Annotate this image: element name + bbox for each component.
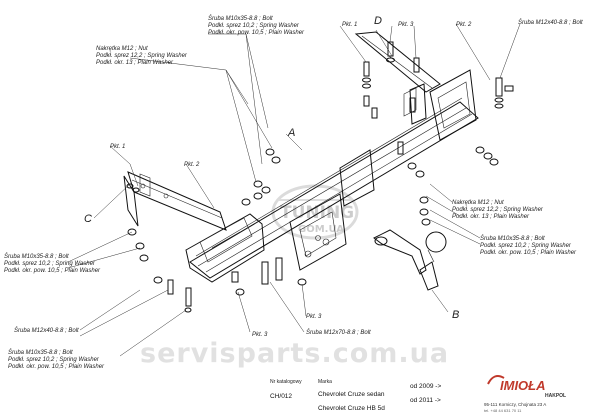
watermark-logo: TUNING GOM.UA <box>271 184 359 240</box>
footer-catalog-number: CH/012 <box>270 393 292 400</box>
annotation-bolt-right: Śruba M10x35-8.8 ; Bolt Podkł. sprez 10,… <box>480 235 577 256</box>
fasteners <box>126 41 514 313</box>
svg-text:Podkł. okr. pow. 10,5 ; Plain: Podkł. okr. pow. 10,5 ; Plain Washer <box>480 250 577 256</box>
svg-text:Podkł. okr. pow. 10,5 ; Plain: Podkł. okr. pow. 10,5 ; Plain Washer <box>208 30 305 36</box>
brand-logo: IMIOŁA HAKPOL 95-111 Korniczy, Chojnata … <box>484 375 566 413</box>
svg-text:Podkł. sprez 10,2 ; Spring Was: Podkł. sprez 10,2 ; Spring Washer <box>8 357 100 363</box>
brand-name: IMIOŁA <box>500 378 546 393</box>
footer-year-2: od 2011 -> <box>410 397 441 404</box>
pkt2-top: Pkt. 2 <box>456 22 472 28</box>
pkt1-top: Pkt. 1 <box>342 22 357 28</box>
annotation-bolt-bottom-left: Śruba M10x35-8.8 ; Bolt Podkł. sprez 10,… <box>8 349 105 370</box>
svg-text:Śruba M12x40-8.8 ; Bolt: Śruba M12x40-8.8 ; Bolt <box>518 19 583 26</box>
pkt1-left: Pkt. 1 <box>110 144 125 150</box>
footer-col-katalog: Nr katalogowy <box>270 379 302 385</box>
annotation-bolt-m12x40-bottom: Śruba M12x40-8.8 ; Bolt <box>14 327 79 334</box>
pkt2-left: Pkt. 2 <box>184 162 200 168</box>
watermark-text: servisparts.com.ua <box>140 338 449 369</box>
footer-model-1: Chevrolet Cruze sedan <box>318 391 385 398</box>
callout-letter-c: C <box>84 213 92 225</box>
annotation-nut-right: Nakrętka M12 ; Nut Podkł. sprez 12,2 ; S… <box>452 200 544 220</box>
svg-text:Podkł. sprez 10,2 ; Spring Was: Podkł. sprez 10,2 ; Spring Washer <box>480 243 572 249</box>
svg-text:Śruba M10x35-8.8 ; Bolt: Śruba M10x35-8.8 ; Bolt <box>480 235 545 242</box>
svg-text:Śruba M12x70-8.8 ; Bolt: Śruba M12x70-8.8 ; Bolt <box>306 329 371 336</box>
svg-text:Podkł. sprez 10,2 ; Spring Was: Podkł. sprez 10,2 ; Spring Washer <box>4 261 96 267</box>
svg-text:Podkł. okr. 13 ; Plain Washer: Podkł. okr. 13 ; Plain Washer <box>96 60 174 66</box>
annotation-bolt-left: Śruba M10x35-8.8 ; Bolt Podkł. sprez 10,… <box>4 253 101 274</box>
watermark-logo-text-2: GOM.UA <box>298 224 344 235</box>
callout-letter-b: B <box>452 309 459 321</box>
annotation-bolt-top-right: Śruba M12x40-8.8 ; Bolt <box>518 19 583 26</box>
svg-text:Śruba M12x40-8.8 ; Bolt: Śruba M12x40-8.8 ; Bolt <box>14 327 79 334</box>
left-side-arm <box>123 171 227 231</box>
callout-letter-d: D <box>374 15 382 27</box>
svg-text:Śruba M10x35-8.8 ; Bolt: Śruba M10x35-8.8 ; Bolt <box>8 349 73 356</box>
svg-text:Podkł. okr. 13 ; Plain Washer: Podkł. okr. 13 ; Plain Washer <box>452 214 530 220</box>
svg-text:Podkł. sprez 12,2 ; Spring Was: Podkł. sprez 12,2 ; Spring Washer <box>96 53 188 59</box>
svg-text:Podkł. sprez 12,2 ; Spring Was: Podkł. sprez 12,2 ; Spring Washer <box>452 207 544 213</box>
brand-sub: HAKPOL <box>545 393 566 399</box>
footer-col-marka: Marka <box>318 379 332 385</box>
svg-text:Śruba M10x35-8.8 ; Bolt: Śruba M10x35-8.8 ; Bolt <box>4 253 69 260</box>
annotation-nut-top-left: Nakrętka M12 ; Nut Podkł. sprez 12,2 ; S… <box>96 46 188 66</box>
svg-text:Śruba M10x35-8.8 ; Bolt: Śruba M10x35-8.8 ; Bolt <box>208 15 273 22</box>
svg-text:Nakrętka M12 ; Nut: Nakrętka M12 ; Nut <box>96 46 148 52</box>
tow-ball <box>373 229 447 291</box>
callouts: A B C D Pkt. 1 Pkt. 3 Pkt. 2 Pkt. 1 Pkt.… <box>84 15 472 338</box>
brand-address: 95-111 Korniczy, Chojnata 23 A <box>484 402 546 407</box>
footer-model-2: Chevrolet Cruze HB 5d <box>318 405 385 412</box>
brand-phone: tel. +48 44 631 70 11 <box>484 408 522 413</box>
pkt3-bottom-2: Pkt. 3 <box>306 314 322 320</box>
svg-text:Nakrętka M12 ; Nut: Nakrętka M12 ; Nut <box>452 200 504 206</box>
right-side-arm <box>354 31 441 125</box>
footer-year-1: od 2009 -> <box>410 383 441 390</box>
annotation-bolt-top-center: Śruba M10x35-8.8 ; Bolt Podkł. sprez 10,… <box>208 15 305 36</box>
svg-text:Podkł. sprez 10,2 ; Spring Was: Podkł. sprez 10,2 ; Spring Washer <box>208 23 300 29</box>
leader-lines <box>67 23 521 357</box>
pkt3-bottom: Pkt. 3 <box>252 332 268 338</box>
annotation-bolt-m12x70: Śruba M12x70-8.8 ; Bolt <box>306 329 371 336</box>
svg-text:Podkł. okr. pow. 10,5 ; Plain: Podkł. okr. pow. 10,5 ; Plain Washer <box>4 268 101 274</box>
main-crossbar <box>185 69 479 283</box>
callout-letter-a: A <box>287 127 295 139</box>
footer: Nr katalogowy Marka CH/012 Chevrolet Cru… <box>270 375 566 413</box>
pkt3-top: Pkt. 3 <box>398 22 414 28</box>
svg-text:Podkł. okr. pow. 10,5 ; Plain: Podkł. okr. pow. 10,5 ; Plain Washer <box>8 364 105 370</box>
watermark-logo-text-1: TUNING <box>280 203 354 223</box>
